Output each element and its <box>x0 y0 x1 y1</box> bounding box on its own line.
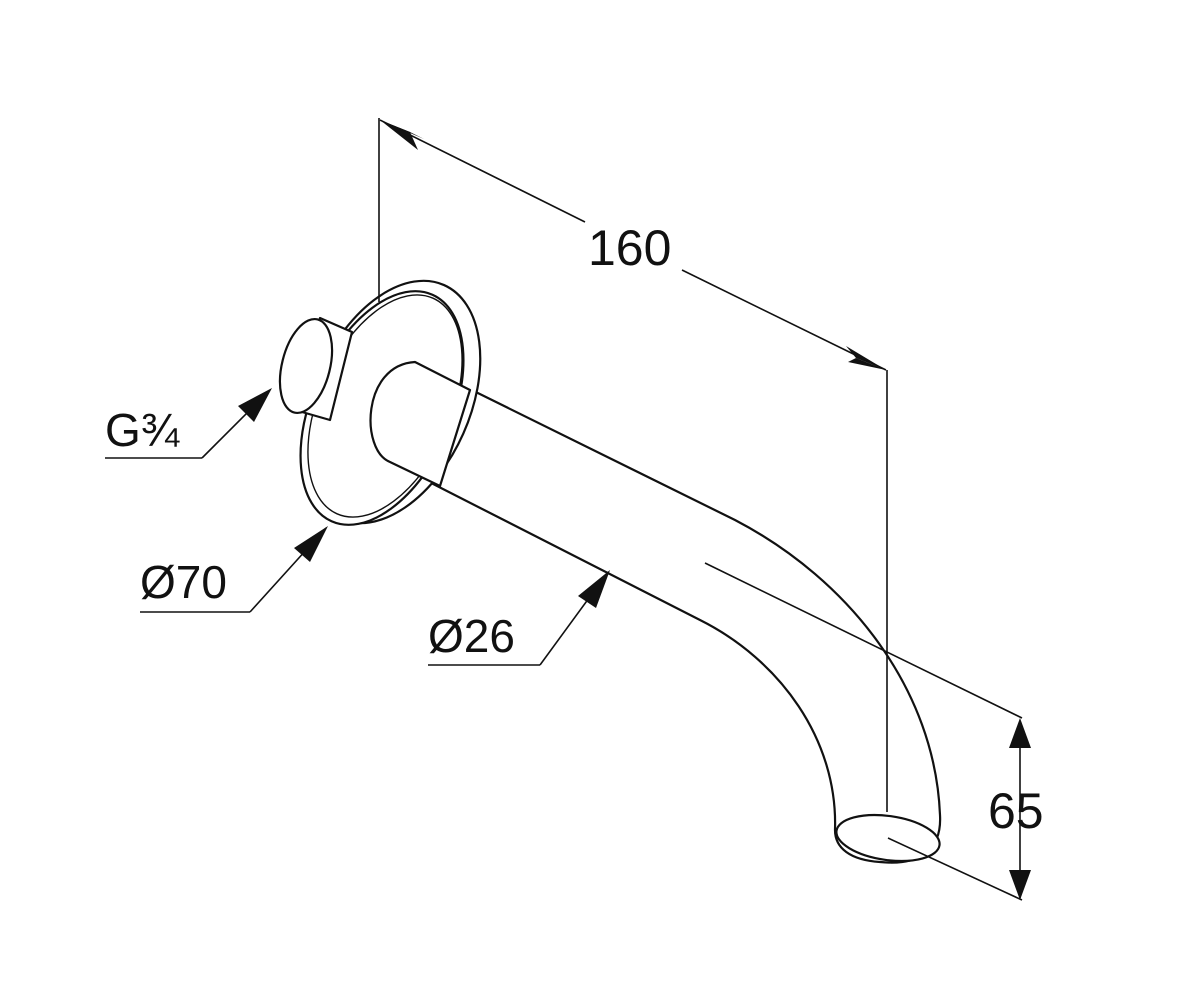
arrowhead-160-right <box>846 346 886 370</box>
arrowhead-spout <box>578 570 610 608</box>
leader-spout: Ø26 <box>428 570 610 666</box>
arrowhead-rosette <box>294 526 328 562</box>
arrowhead-160-left <box>380 120 418 150</box>
rosette-diameter-label: Ø70 <box>140 556 227 608</box>
leader-rosette: Ø70 <box>140 526 328 613</box>
thread-label: G¾ <box>105 404 180 456</box>
dimension-line-160a <box>379 119 586 223</box>
connector-end <box>278 317 334 415</box>
outlet-extension <box>887 837 1023 901</box>
dimension-160-label: 160 <box>588 220 671 276</box>
arrowhead-160-left-b <box>380 120 424 139</box>
arrowhead-160-right-b <box>848 358 886 370</box>
dimension-160: 160 <box>378 118 888 812</box>
arrowhead-65-bottom <box>1009 870 1031 900</box>
connector <box>278 316 354 422</box>
arrowhead-thread <box>238 388 272 422</box>
dimension-65-label: 65 <box>988 783 1044 839</box>
arrowhead-65-top <box>1009 718 1031 748</box>
tube-neck <box>369 360 472 488</box>
centerline-spout <box>704 562 1023 719</box>
dimension-65: 65 <box>704 562 1044 901</box>
leader-thread: G¾ <box>105 388 272 459</box>
dimension-line-160b <box>681 269 887 371</box>
spout-diameter-label: Ø26 <box>428 610 515 662</box>
